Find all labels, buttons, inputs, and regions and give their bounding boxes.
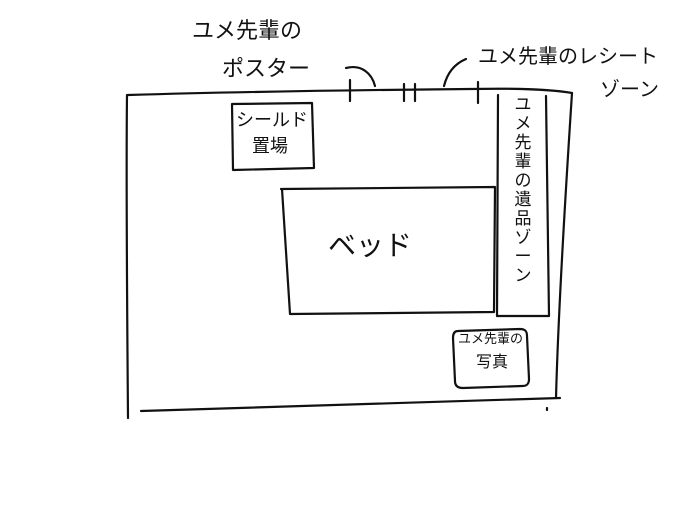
room-wall-top — [126, 87, 574, 97]
photo-label: 写真 — [476, 352, 509, 371]
relics-zone-label: ユメ先輩の遺品ゾーン — [508, 96, 538, 286]
shield-storage-label: 置場 — [252, 136, 288, 157]
relics-zone-char: ゾ — [514, 228, 532, 248]
bed-outline — [279, 185, 497, 316]
poster-leader — [344, 66, 377, 88]
room-wall-left — [125, 93, 130, 420]
relics-zone-char: の — [514, 171, 532, 191]
relics-zone-char: 先 — [514, 133, 532, 153]
relics-zone-char: 遺 — [514, 190, 532, 210]
photo-frame-box — [451, 327, 531, 390]
bed-label: ベッド — [328, 229, 413, 262]
relics-zone-char: メ — [514, 114, 532, 134]
relics-zone-char: ン — [514, 266, 532, 286]
receipt-zone-label: ユメ先輩のレシート — [478, 44, 658, 68]
relics-zone-char: ユ — [514, 95, 532, 115]
receipt-leader — [442, 57, 468, 88]
relics-zone-char: 品 — [514, 209, 532, 229]
poster-label: ポスター — [222, 57, 311, 82]
relics-zone-outline — [495, 93, 551, 318]
poster-label: ユメ先輩の — [192, 19, 303, 44]
shield-storage-box — [230, 101, 316, 172]
relics-zone-char: 輩 — [514, 152, 532, 172]
shield-storage-label: シールド — [236, 110, 308, 131]
relics-zone-char: ー — [514, 247, 532, 267]
receipt-zone-label: ゾーン — [600, 77, 659, 101]
photo-label: ユメ先輩の — [458, 332, 524, 347]
room-wall-bottom — [139, 396, 562, 413]
room-wall-right — [554, 91, 574, 400]
